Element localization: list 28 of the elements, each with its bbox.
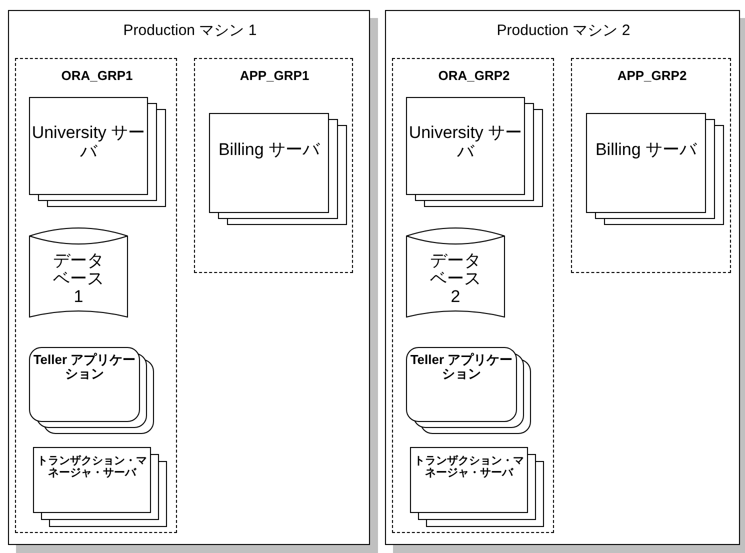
group-box bbox=[571, 58, 731, 273]
application-stack bbox=[29, 347, 154, 434]
group-box bbox=[194, 58, 353, 273]
group-heading: APP_GRP2 bbox=[616, 69, 688, 84]
server-stack bbox=[209, 113, 347, 225]
server-label: Teller アプリケーション bbox=[409, 353, 514, 382]
server-label: University サーバ bbox=[30, 124, 146, 162]
application-stack bbox=[406, 347, 531, 434]
group-box bbox=[392, 58, 554, 533]
server-stack bbox=[29, 97, 166, 207]
machine-title: Production マシン 2 bbox=[496, 23, 632, 40]
group-heading: ORA_GRP2 bbox=[437, 69, 511, 84]
server-label: Billing サーバ bbox=[594, 141, 698, 160]
server-label: University サーバ bbox=[408, 124, 524, 162]
server-stack bbox=[410, 447, 544, 527]
database-label: データベース 1 bbox=[52, 252, 105, 306]
server-label: トランザクション・マネージャ・サーバ bbox=[413, 455, 525, 480]
server-label: トランザクション・マネージャ・サーバ bbox=[36, 455, 148, 480]
group-heading: ORA_GRP1 bbox=[60, 69, 134, 84]
machine-title: Production マシン 1 bbox=[122, 23, 258, 40]
server-label: Billing サーバ bbox=[217, 141, 321, 160]
group-box bbox=[15, 58, 177, 533]
server-stack bbox=[586, 113, 724, 225]
group-heading: APP_GRP1 bbox=[238, 69, 310, 84]
server-stack bbox=[406, 97, 543, 207]
database-label: データベース 2 bbox=[429, 252, 482, 306]
server-stack bbox=[33, 447, 167, 527]
server-label: Teller アプリケーション bbox=[32, 353, 137, 382]
